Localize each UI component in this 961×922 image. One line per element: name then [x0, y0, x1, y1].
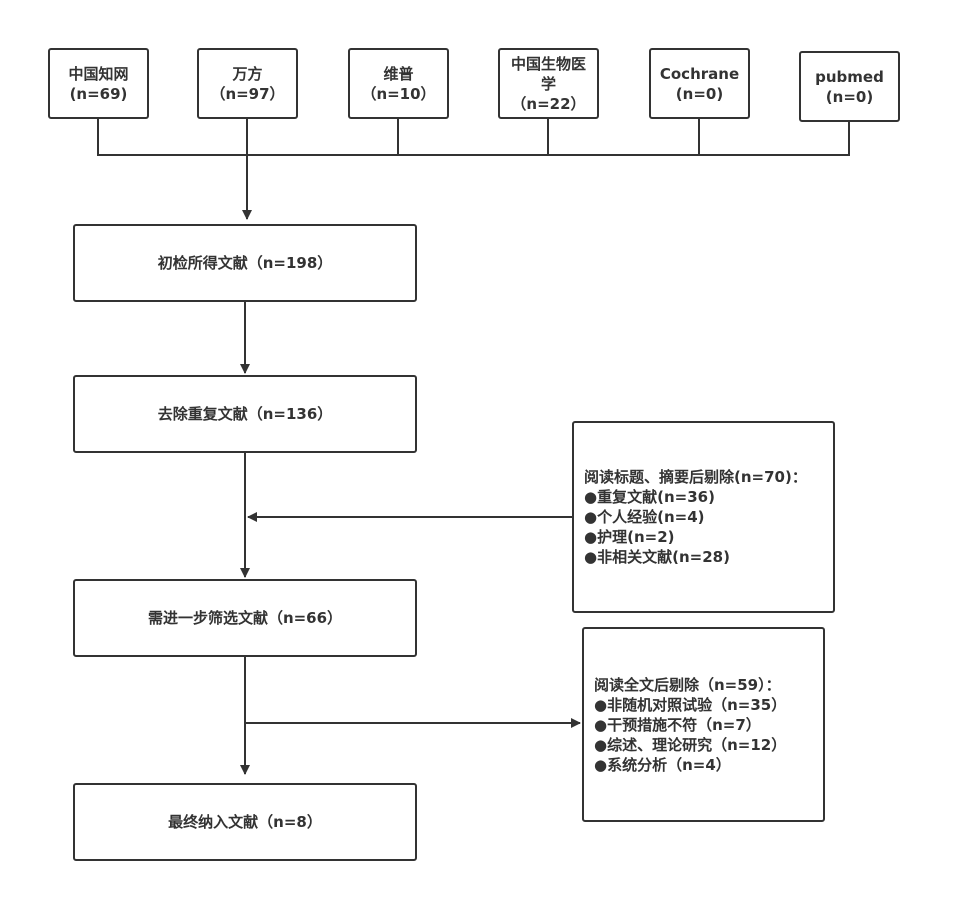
step-label: 需进一步筛选文献（n=66） — [147, 609, 343, 627]
source-count: （n=97） — [210, 84, 285, 103]
step-initial-records: 初检所得文献（n=198） — [73, 224, 417, 302]
source-count: (n=0) — [825, 87, 874, 106]
source-box-cbm: 中国生物医 学 （n=22） — [498, 48, 599, 119]
step-label: 去除重复文献（n=136） — [157, 405, 333, 423]
source-name-line1: 中国生物医 — [510, 54, 586, 73]
source-name: pubmed — [815, 67, 884, 86]
source-box-cnki: 中国知网 (n=69) — [48, 48, 149, 119]
source-name-line2: 学 — [540, 74, 556, 93]
source-box-pubmed: pubmed (n=0) — [799, 51, 900, 122]
exclusion-box-fulltext: 阅读全文后剔除（n=59）： ●非随机对照试验（n=35） ●干预措施不符（n=… — [582, 627, 825, 822]
exclusion-item: ●个人经验(n=4) — [584, 508, 705, 526]
source-name: 中国知网 — [68, 64, 129, 83]
source-count: （n=10） — [361, 84, 436, 103]
source-box-cochrane: Cochrane (n=0) — [649, 48, 750, 119]
source-count: (n=69) — [69, 84, 128, 103]
step-further-screening: 需进一步筛选文献（n=66） — [73, 579, 417, 657]
step-label: 最终纳入文献（n=8） — [168, 813, 322, 831]
exclusion-item: ●系统分析（n=4） — [594, 755, 731, 774]
source-box-vip: 维普 （n=10） — [348, 48, 449, 119]
step-deduplicated-records: 去除重复文献（n=136） — [73, 375, 417, 453]
step-label: 初检所得文献（n=198） — [157, 254, 333, 272]
source-count: (n=0) — [675, 84, 724, 103]
source-count: （n=22） — [511, 94, 586, 113]
exclusion-title: 阅读标题、摘要后剔除(n=70)： — [584, 468, 807, 486]
source-box-wanfang: 万方 （n=97） — [197, 48, 298, 119]
exclusion-title: 阅读全文后剔除（n=59）： — [594, 675, 781, 694]
exclusion-item: ●综述、理论研究（n=12） — [594, 735, 787, 754]
exclusion-box-abstract: 阅读标题、摘要后剔除(n=70)： ●重复文献(n=36) ●个人经验(n=4)… — [572, 421, 835, 613]
source-name: 万方 — [232, 64, 263, 83]
source-name: Cochrane — [659, 64, 740, 83]
step-final-included: 最终纳入文献（n=8） — [73, 783, 417, 861]
exclusion-item: ●护理(n=2) — [584, 528, 675, 546]
exclusion-item: ●非随机对照试验（n=35） — [594, 695, 787, 714]
exclusion-item: ●非相关文献(n=28) — [584, 548, 730, 566]
source-name: 维普 — [383, 64, 414, 83]
exclusion-item: ●干预措施不符（n=7） — [594, 715, 761, 734]
exclusion-item: ●重复文献(n=36) — [584, 488, 715, 506]
